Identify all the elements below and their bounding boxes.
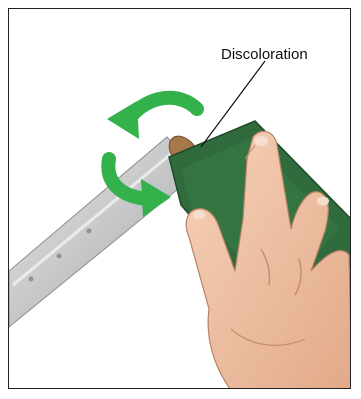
rod-hole (87, 229, 92, 234)
fingernail (317, 197, 329, 206)
figure-frame: Discoloration (8, 8, 351, 389)
fingernail (254, 136, 268, 146)
discoloration-label: Discoloration (221, 46, 308, 63)
fingernail (193, 211, 205, 220)
arrowhead-top (107, 101, 139, 139)
rod-hole (29, 277, 34, 282)
rotation-arrow-top (129, 98, 197, 119)
rod-hole (57, 254, 62, 259)
cleaning-illustration (9, 9, 351, 389)
